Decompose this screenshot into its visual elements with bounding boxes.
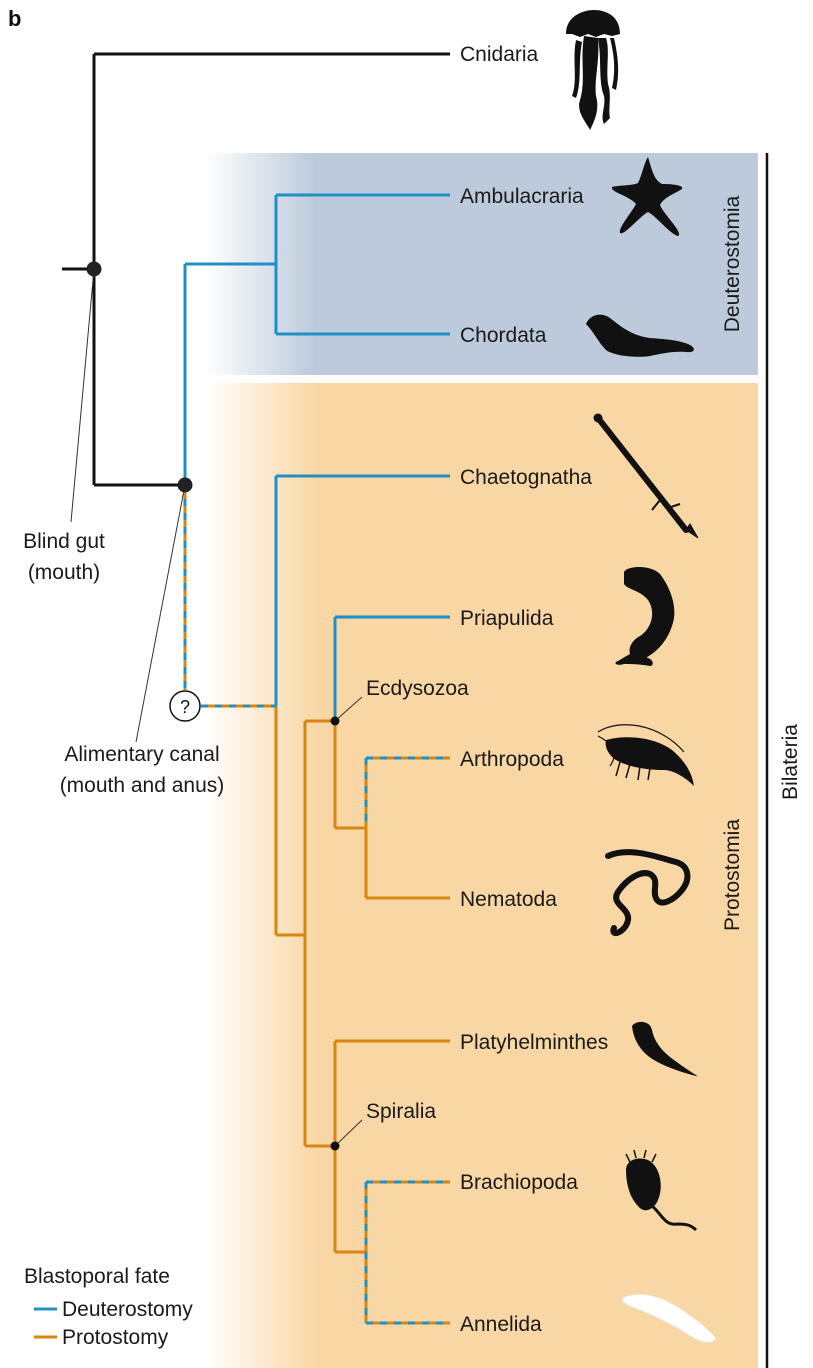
clade-label-ecdysozoa: Ecdysozoa [366, 677, 469, 700]
blind-gut-label-line1: Blind gut [23, 530, 105, 553]
taxon-label-chordata: Chordata [460, 324, 547, 347]
protostomia-background [205, 383, 758, 1368]
clade-label-protostomia: Protostomia [721, 819, 744, 931]
clade-label-deuterostomia: Deuterostomia [721, 195, 744, 332]
spiralia-node [331, 1142, 340, 1151]
unknown-node-label: ? [180, 697, 190, 717]
alimentary-canal-label-line2: (mouth and anus) [60, 774, 225, 797]
taxon-label-chaetognatha: Chaetognatha [460, 466, 592, 489]
taxon-label-cnidaria: Cnidaria [460, 43, 539, 66]
clade-label-spiralia: Spiralia [366, 1100, 436, 1123]
legend-deuterostomy-label: Deuterostomy [62, 1298, 193, 1321]
alimentary-canal-label-line1: Alimentary canal [64, 743, 219, 766]
taxon-label-arthropoda: Arthropoda [460, 748, 564, 771]
taxon-label-annelida: Annelida [460, 1313, 542, 1336]
taxon-label-ambulacraria: Ambulacraria [460, 185, 584, 208]
legend-protostomy-label: Protostomy [62, 1326, 169, 1349]
jellyfish-icon [566, 10, 620, 130]
taxon-label-platyhelminthes: Platyhelminthes [460, 1031, 608, 1054]
bilateria-node [178, 478, 193, 493]
clade-label-bilateria: Bilateria [779, 724, 802, 800]
blind-gut-leader [71, 269, 94, 522]
taxon-label-priapulida: Priapulida [460, 607, 554, 630]
legend-title: Blastoporal fate [24, 1265, 170, 1288]
root-node [87, 262, 102, 277]
blind-gut-label-line2: (mouth) [28, 561, 100, 584]
panel-letter: b [8, 6, 21, 31]
taxon-label-brachiopoda: Brachiopoda [460, 1171, 578, 1194]
ecdysozoa-node [331, 717, 340, 726]
taxon-label-nematoda: Nematoda [460, 888, 557, 911]
